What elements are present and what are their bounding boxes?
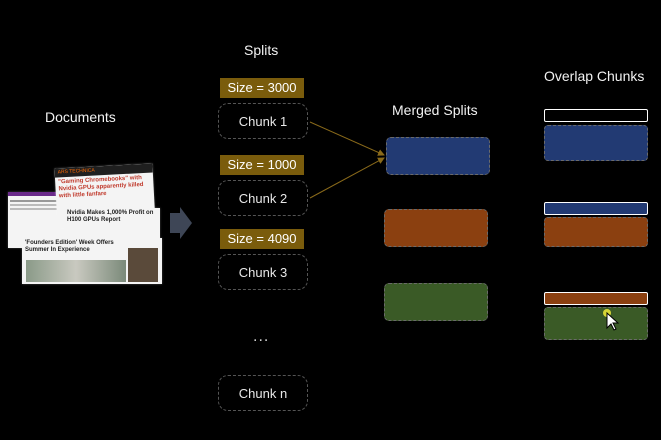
chunk-box: Chunk n bbox=[218, 375, 308, 411]
merged-split-blue bbox=[386, 137, 490, 175]
chunk-box: Chunk 3 bbox=[218, 254, 308, 290]
right-arrow-icon bbox=[170, 207, 192, 239]
document-headline: 'Founders Edition' Week Offers Summer In… bbox=[25, 240, 114, 253]
mouse-cursor-icon bbox=[603, 309, 620, 331]
document-headline: Nvidia Makes 1,000% Profit on H100 GPUs … bbox=[67, 210, 154, 223]
document-card-founders: 'Founders Edition' Week Offers Summer In… bbox=[22, 238, 162, 284]
merge-arrow-1 bbox=[309, 121, 385, 156]
overlap-strip-orange bbox=[544, 292, 648, 305]
size-tag: Size = 4090 bbox=[220, 229, 304, 249]
merged-splits-heading: Merged Splits bbox=[392, 102, 478, 118]
splits-heading: Splits bbox=[244, 42, 279, 58]
documents-collage: ARS TECHNICA "Gaming Chromebooks" with N… bbox=[8, 162, 168, 284]
overlap-chunk-blue bbox=[544, 125, 648, 161]
overlap-strip-blue bbox=[544, 202, 648, 215]
ellipsis: ... bbox=[253, 328, 270, 345]
overlap-chunk-green bbox=[544, 307, 648, 340]
merge-arrow-2 bbox=[309, 157, 385, 199]
size-tag: Size = 3000 bbox=[220, 78, 304, 98]
merged-split-orange bbox=[384, 209, 488, 247]
document-card-nvidia: Nvidia Makes 1,000% Profit on H100 GPUs … bbox=[64, 208, 160, 238]
chunk-box: Chunk 2 bbox=[218, 180, 308, 216]
merged-split-green bbox=[384, 283, 488, 321]
size-tag: Size = 1000 bbox=[220, 155, 304, 175]
documents-heading: Documents bbox=[45, 109, 116, 125]
overlap-chunk-orange bbox=[544, 217, 648, 247]
overlap-strip-empty bbox=[544, 109, 648, 122]
chunk-box: Chunk 1 bbox=[218, 103, 308, 139]
overlap-chunks-heading: Overlap Chunks bbox=[544, 68, 645, 84]
